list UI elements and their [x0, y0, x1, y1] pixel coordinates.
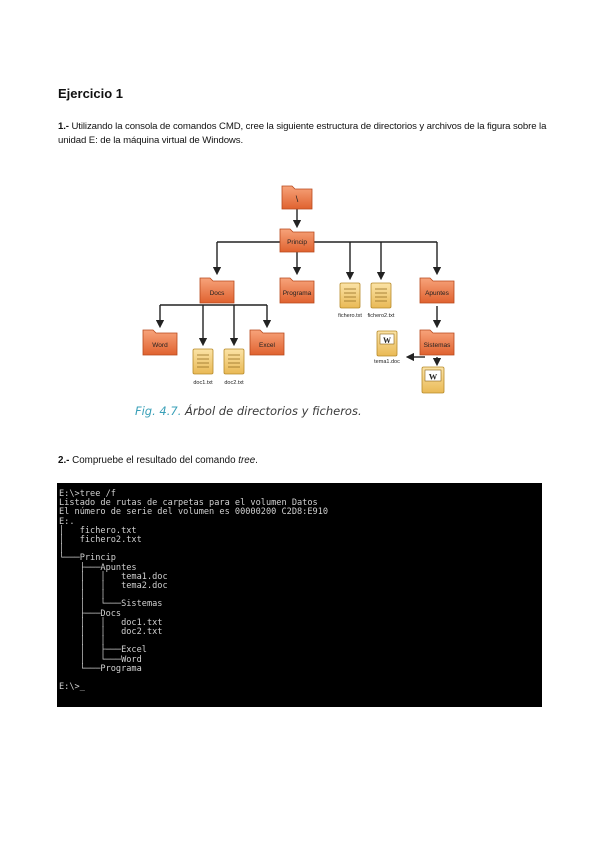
docs-folder-label: Docs	[210, 290, 226, 297]
console-line: │ │ tema2.doc	[59, 581, 168, 592]
console-line: │ └───Sistemas	[59, 599, 163, 610]
question-1-number: 1.-	[58, 121, 69, 132]
console-line: ├───Apuntes	[59, 562, 137, 573]
root-folder-icon: \	[281, 185, 313, 210]
sistemas-folder-icon: Sistemas	[419, 329, 455, 356]
question-2-command: tree	[238, 455, 256, 466]
console-line: │	[59, 544, 65, 555]
console-line: └───Programa	[59, 663, 142, 674]
figure-caption-number: Fig. 4.7.	[135, 404, 182, 418]
console-line: │ │ doc2.txt	[59, 627, 163, 638]
console-line: │ fichero.txt	[59, 525, 137, 536]
programa-folder-icon: Programa	[279, 277, 315, 304]
console-line: │ ├───Excel	[59, 645, 147, 656]
directory-tree-figure: \ Princip Docs Programa fichero.txt	[130, 172, 470, 422]
console-line: │ │	[59, 636, 106, 647]
root-folder-label: \	[296, 194, 299, 204]
excel-folder-label: Excel	[259, 342, 275, 349]
console-line: │ │ tema1.doc	[59, 571, 168, 582]
console-line: │ └───Word	[59, 654, 142, 665]
console-line: E:.	[59, 516, 75, 527]
princip-folder-label: Princip	[287, 239, 307, 246]
programa-folder-label: Programa	[283, 290, 312, 297]
word-folder-icon: Word	[142, 329, 178, 356]
console-line: │ │	[59, 590, 106, 601]
figure-caption: Fig. 4.7. Árbol de directorios y fichero…	[135, 404, 362, 418]
console-line: │ fichero2.txt	[59, 535, 142, 546]
excel-folder-icon: Excel	[249, 329, 285, 356]
sistemas-folder-label: Sistemas	[424, 342, 451, 349]
question-2-text: Compruebe el resultado del comando	[69, 455, 239, 466]
fichero2-file-icon: fichero2.txt	[368, 282, 395, 319]
console-line: El número de serie del volumen es 000002…	[59, 507, 329, 518]
fichero2-file-label: fichero2.txt	[368, 313, 395, 319]
doc1-file-icon: doc1.txt	[192, 348, 214, 386]
tema1-doc-glyph: W	[383, 336, 391, 345]
docs-folder-icon: Docs	[199, 277, 235, 304]
question-1: 1.- Utilizando la consola de comandos CM…	[58, 120, 548, 148]
tema1-file-label: tema1.doc	[374, 359, 400, 365]
word-doc-icon: W	[421, 366, 445, 394]
doc1-file-label: doc1.txt	[193, 380, 213, 386]
console-line	[59, 674, 542, 683]
question-2-end: .	[255, 455, 258, 466]
tema1-word-doc-icon: W tema1.doc	[374, 330, 400, 365]
console-line: └───Princip	[59, 553, 116, 564]
apuntes-folder-icon: Apuntes	[419, 277, 455, 304]
console-line: E:\>_	[59, 682, 85, 693]
question-1-text: Utilizando la consola de comandos CMD, c…	[58, 121, 547, 146]
word-folder-label: Word	[152, 342, 168, 349]
question-2: 2.- Compruebe el resultado del comando t…	[58, 455, 258, 466]
console-line: E:\>tree /f	[59, 489, 116, 499]
doc2-file-label: doc2.txt	[224, 380, 244, 386]
figure-caption-text: Árbol de directorios y ficheros.	[181, 404, 362, 418]
console-line: ├───Docs	[59, 608, 122, 619]
console-line: │ │ doc1.txt	[59, 617, 163, 628]
fichero-file-icon: fichero.txt	[338, 282, 362, 319]
word-doc-glyph: W	[429, 372, 438, 382]
exercise-heading: Ejercicio 1	[58, 86, 124, 101]
doc2-file-icon: doc2.txt	[223, 348, 245, 386]
princip-folder-icon: Princip	[279, 228, 315, 253]
fichero-file-label: fichero.txt	[338, 313, 362, 319]
console-line: Listado de rutas de carpetas para el vol…	[59, 498, 318, 509]
question-2-number: 2.-	[58, 455, 70, 466]
apuntes-folder-label: Apuntes	[425, 290, 450, 297]
